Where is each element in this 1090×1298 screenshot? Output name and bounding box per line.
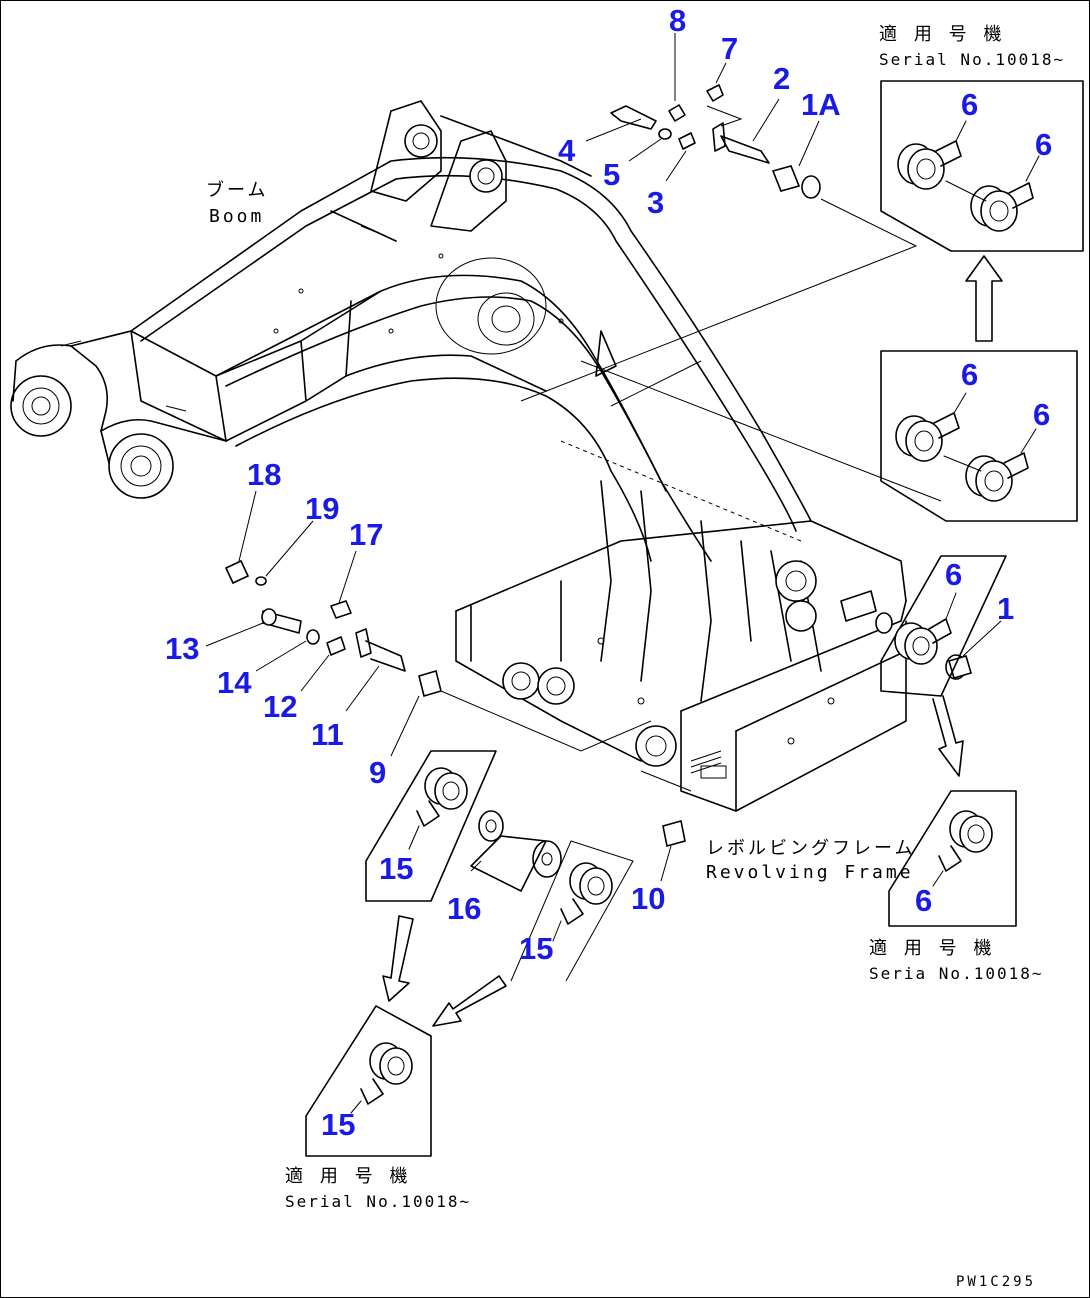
callout-18: 18 [247, 457, 282, 492]
boom-label-jp: ブーム [206, 180, 269, 201]
callout-9: 9 [369, 755, 387, 790]
assembly-lines [440, 198, 942, 792]
callout-1a: 1A [801, 87, 841, 122]
callout-6-inset-a-1: 6 [961, 87, 979, 122]
callout-6-inset-a-2: 6 [1035, 127, 1053, 162]
callout-19: 19 [305, 491, 340, 526]
callout-5: 5 [603, 157, 621, 192]
serial-note-top-en: Serial No.10018~ [879, 50, 1066, 69]
revolving-frame-drawing [455, 480, 907, 812]
serial-note-bottom-jp: 適 用 号 機 [285, 1166, 411, 1187]
leader-lines [205, 33, 1002, 882]
callout-13: 13 [165, 631, 200, 666]
callout-15-inset-g: 15 [321, 1107, 356, 1142]
inset-detail-boxes [305, 80, 1084, 1157]
callout-3: 3 [647, 185, 665, 220]
boom-top-pin-parts [610, 84, 821, 199]
serial-note-bottom-en: Serial No.10018~ [285, 1192, 472, 1211]
callout-4: 4 [558, 133, 576, 168]
callout-11: 11 [311, 717, 344, 752]
callout-8: 8 [669, 3, 687, 38]
callout-6-inset-c: 6 [945, 557, 963, 592]
serial-note-right-jp: 適 用 号 機 [869, 938, 995, 959]
serial-note-top-jp: 適 用 号 機 [879, 24, 1005, 45]
frame-label-en: Revolving Frame [706, 862, 914, 883]
frame-label-jp: レボルビングフレーム [706, 838, 916, 859]
callout-2: 2 [773, 61, 791, 96]
callout-12: 12 [263, 689, 298, 724]
callout-6-inset-b-1: 6 [961, 357, 979, 392]
callout-17: 17 [349, 517, 384, 552]
callout-1: 1 [997, 591, 1015, 626]
callout-15-inset-f: 15 [519, 931, 554, 966]
boom-drawing [10, 100, 812, 562]
callout-7: 7 [721, 31, 739, 66]
callout-10: 10 [631, 881, 666, 916]
boom-label-en: Boom [209, 206, 265, 227]
drawing-code: PW1C295 [956, 1274, 1037, 1290]
callout-6-inset-d: 6 [915, 883, 933, 918]
part-16-shims [470, 810, 562, 892]
callout-6-inset-b-2: 6 [1033, 397, 1051, 432]
serial-note-right-en: Seria No.10018~ [869, 964, 1044, 983]
callout-16: 16 [447, 891, 482, 926]
callout-14: 14 [217, 665, 252, 700]
lower-pin-parts [224, 559, 972, 848]
callout-15-inset-e: 15 [379, 851, 414, 886]
